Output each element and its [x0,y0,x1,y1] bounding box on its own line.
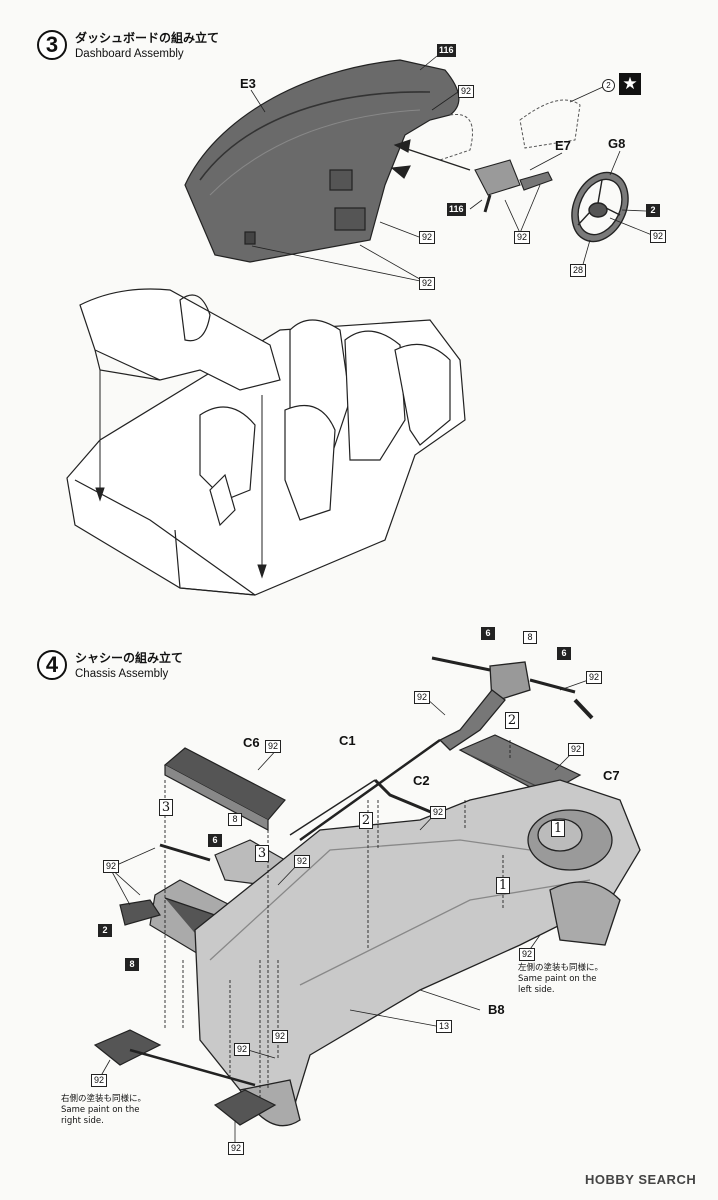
color-code-92: 92 [234,1043,251,1056]
watermark: HOBBY SEARCH [585,1172,697,1187]
note-left-side: 左側の塗装も同様に。 Same paint on the left side. [518,963,603,996]
color-code-92: 92 [419,231,436,244]
color-code-116: 116 [437,44,456,57]
step-3-titles: ダッシュボードの組み立て Dashboard Assembly [75,30,219,62]
note-right-side: 右側の塗装も同様に。 Same paint on the right side. [61,1094,146,1127]
sequence-3: 3 [159,799,173,816]
sequence-2: 2 [359,812,373,829]
sequence-3: 3 [255,845,269,862]
color-code-6: 6 [481,627,495,640]
note-right-jp: 右側の塗装も同様に。 [61,1094,147,1104]
color-code-8: 8 [228,813,242,826]
gauge-hood [439,99,581,161]
color-code-28: 28 [570,264,587,277]
color-code-92: 92 [272,1030,289,1043]
note-left-jp: 左側の塗装も同様に。 [518,963,604,973]
color-code-92: 92 [414,691,431,704]
color-code-92: 92 [228,1142,245,1155]
steering-column-e7 [390,139,553,213]
label-e7: E7 [555,138,571,153]
chassis-b8 [194,779,641,1127]
step-3-title-en: Dashboard Assembly [75,48,184,60]
part-c7 [458,734,582,796]
label-c7: C7 [603,768,620,783]
label-g8: G8 [608,136,626,151]
note-right-en-2: right side. [61,1116,104,1126]
sequence-1: 1 [551,820,565,837]
step-4-number: 4 [37,650,67,680]
paint-note-number: 2 [602,79,615,92]
step-3-title-jp: ダッシュボードの組み立て [75,31,220,45]
color-code-92: 92 [103,860,120,873]
step-3-number: 3 [37,30,67,60]
label-c6: C6 [243,735,260,750]
color-code-92: 92 [514,231,531,244]
step-4-title-jp: シャシーの組み立て [75,651,184,665]
label-c2: C2 [413,773,430,788]
step-4-title-en: Chassis Assembly [75,668,169,680]
star-icon: ★ [619,73,641,95]
color-code-6: 6 [557,647,571,660]
color-code-92: 92 [294,855,311,868]
color-code-13: 13 [436,1020,453,1033]
label-e3: E3 [240,76,256,91]
step-4-header: 4 シャシーの組み立て Chassis Assembly [37,650,183,682]
label-c1: C1 [339,733,356,748]
color-code-2: 2 [98,924,112,937]
note-right-en-1: Same paint on the [61,1105,140,1115]
label-b8: B8 [488,1002,505,1017]
color-code-8: 8 [523,631,537,644]
color-code-92: 92 [430,806,447,819]
note-left-en-2: left side. [518,985,555,995]
color-code-116: 116 [447,203,466,216]
step-4-titles: シャシーの組み立て Chassis Assembly [75,650,183,682]
color-code-8: 8 [125,958,139,971]
dashboard-installed [79,288,281,391]
step-3-header: 3 ダッシュボードの組み立て Dashboard Assembly [37,30,219,62]
color-code-92: 92 [91,1074,108,1087]
color-code-92: 92 [419,277,436,290]
color-code-92: 92 [519,948,536,961]
color-code-6: 6 [208,834,222,847]
steering-wheel-g8 [571,171,629,243]
steering-rack [299,656,594,842]
color-code-92: 92 [458,85,475,98]
color-code-92: 92 [650,230,667,243]
note-left-en-1: Same paint on the [518,974,597,984]
color-code-92: 92 [586,671,603,684]
sequence-2: 2 [505,712,519,729]
interior-tub [66,319,466,596]
color-code-2: 2 [646,204,660,217]
dashboard-part-e3 [184,59,460,263]
part-c6 [163,747,286,832]
color-code-92: 92 [568,743,585,756]
color-code-92: 92 [265,740,282,753]
sequence-1: 1 [496,877,510,894]
